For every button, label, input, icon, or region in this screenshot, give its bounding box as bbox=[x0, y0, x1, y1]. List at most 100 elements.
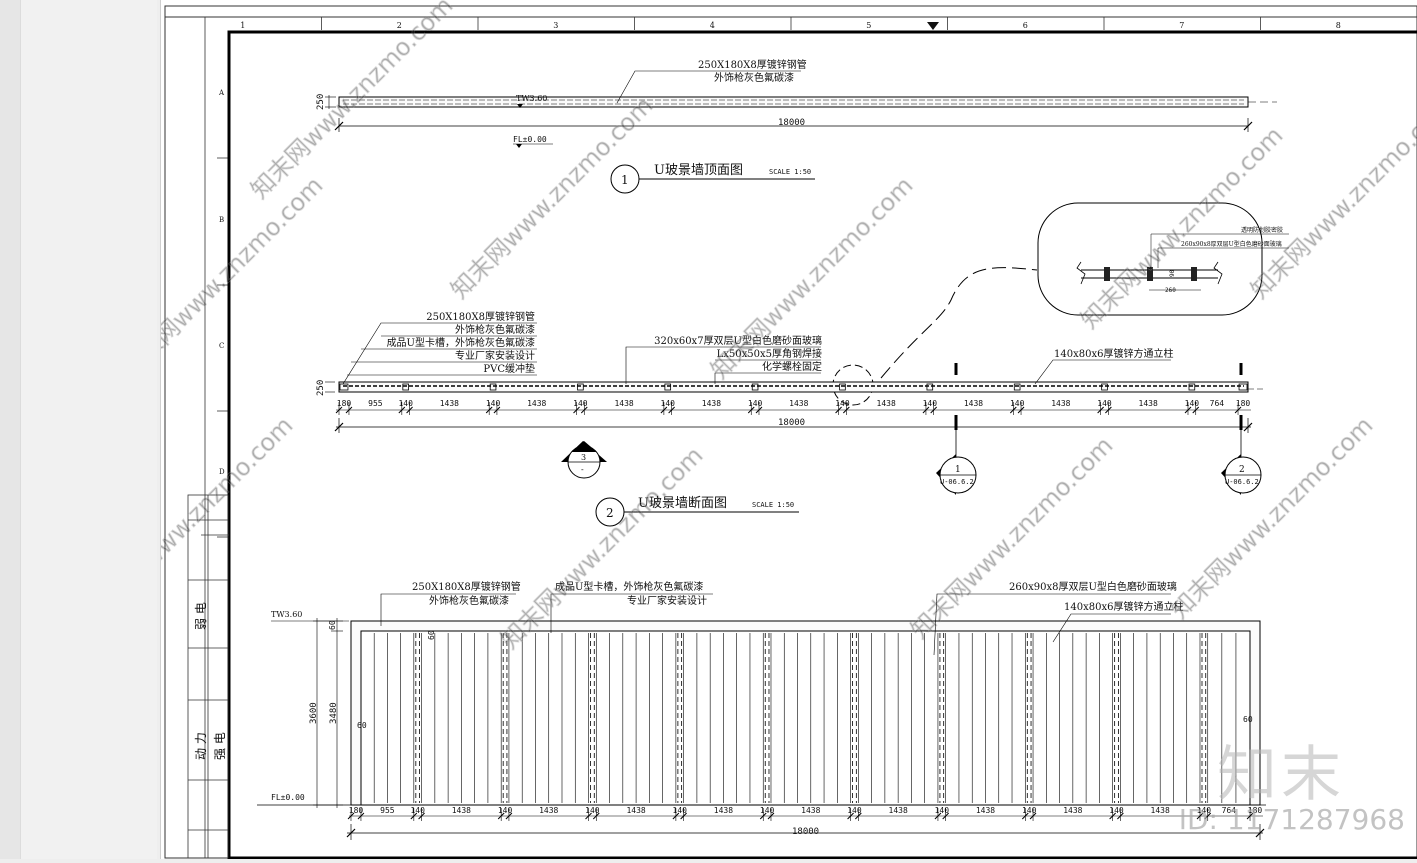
view3-dim-60-right: 60 bbox=[1243, 715, 1253, 724]
post-section bbox=[751, 383, 759, 391]
marker-top: 3 bbox=[581, 453, 586, 462]
grid-col-label: 8 bbox=[1336, 21, 1341, 30]
view3-note-b2: 专业厂家安装设计 bbox=[627, 594, 707, 607]
view2-segment-label: 140 bbox=[923, 399, 938, 408]
view2-segment-label: 180 bbox=[337, 399, 352, 408]
view2-segment-label: 180 bbox=[1236, 399, 1251, 408]
grid-col-label: 3 bbox=[553, 21, 558, 30]
view1-height-dim: 250 bbox=[316, 94, 326, 110]
grid-row-label: B bbox=[219, 216, 224, 224]
detail-dim-90: 90 bbox=[1169, 269, 1176, 277]
title-block-weak: 弱 电 bbox=[194, 602, 208, 630]
view2-segment-label: 764 bbox=[1210, 399, 1225, 408]
view3-segment-label: 140 bbox=[498, 806, 513, 815]
watermark-text: 知末网www.znzmo.com bbox=[1245, 91, 1417, 304]
view3-note-d: 140x80x6厚镀锌方通立柱 bbox=[1064, 600, 1183, 613]
view2-segment-label: 955 bbox=[368, 399, 383, 408]
view2-segment-label: 1438 bbox=[1051, 399, 1070, 408]
view3-segment-label: 1438 bbox=[539, 806, 558, 815]
detail-bubble: 透明防划胶密胶 260x90x8厚双层U型白色磨砂面玻璃 90 260 bbox=[832, 202, 1289, 406]
view2-segment-label: 140 bbox=[748, 399, 763, 408]
marker-bottom: - bbox=[581, 465, 584, 474]
view1-callout-2: 外饰枪灰色氟碳漆 bbox=[714, 71, 794, 84]
view2-segment-label: 1438 bbox=[440, 399, 459, 408]
view3-segment-label: 1438 bbox=[976, 806, 995, 815]
post-section bbox=[664, 383, 672, 391]
title-block-strong: 强 电 bbox=[213, 732, 227, 760]
view2-segment-label: 140 bbox=[1097, 399, 1112, 408]
view3-note-a2: 外饰枪灰色氟碳漆 bbox=[429, 594, 509, 607]
view3-segment-label: 955 bbox=[380, 806, 395, 815]
view2-title-number: 2 bbox=[606, 506, 614, 520]
view1-scale: SCALE 1:50 bbox=[769, 168, 811, 176]
grid-row-label: D bbox=[219, 468, 225, 476]
view2-note-left: 外饰枪灰色氟碳漆 bbox=[455, 323, 535, 336]
view3-segment-label: 1438 bbox=[801, 806, 820, 815]
view3-segment-label: 180 bbox=[1248, 806, 1263, 815]
section2-number: 2 bbox=[1239, 465, 1245, 475]
view3-segment-dims: 180 955 140 1438 140 1438 140 1438 140 1438 140 143… bbox=[347, 806, 1263, 821]
post-section bbox=[577, 383, 584, 391]
watermark-text: 知末网www.znzmo.com bbox=[1165, 411, 1378, 624]
view3-floor-level: FL±0.00 bbox=[271, 793, 305, 802]
view3-segment-label: 180 bbox=[349, 806, 364, 815]
view3-dim-inner: 3480 bbox=[329, 702, 339, 724]
view3-segment-label: 1438 bbox=[452, 806, 471, 815]
title-block-power: 动 力 bbox=[194, 732, 208, 760]
view2-segment-label: 140 bbox=[398, 399, 413, 408]
grid-col-label: 2 bbox=[397, 21, 402, 30]
view1-floor-level: FL±0.00 bbox=[513, 135, 547, 144]
grid-row-label: A bbox=[218, 89, 225, 97]
view3-dim-60-top: 60 bbox=[328, 620, 337, 630]
view2-segment-label: 140 bbox=[661, 399, 676, 408]
view2-segment-label: 140 bbox=[486, 399, 501, 408]
view3-note-b1: 成品U型卡槽，外饰枪灰色氟碳漆 bbox=[555, 580, 703, 593]
side-panel[interactable] bbox=[20, 0, 157, 859]
watermark-text: 知末网www.znzmo.com bbox=[445, 91, 658, 304]
view3-segment-label: 764 bbox=[1222, 806, 1237, 815]
view2-segment-label: 1438 bbox=[964, 399, 983, 408]
floor-level-marker-icon bbox=[516, 144, 522, 148]
view2-segment-label: 1438 bbox=[702, 399, 721, 408]
view3-segment-label: 140 bbox=[1109, 806, 1124, 815]
view2-segment-label: 1438 bbox=[614, 399, 633, 408]
view3-note-a1: 250X180X8厚镀锌钢管 bbox=[412, 580, 521, 593]
title-block: 弱 电 动 力 强 电 bbox=[187, 494, 229, 859]
view3-dim-60-inner: 60 bbox=[427, 630, 436, 640]
view2-section: 250 250X180X8厚镀锌钢管外饰枪灰色氟碳漆成品U型卡槽，外饰枪灰色氟碳… bbox=[316, 310, 1266, 527]
view1-top-view: 250 250X180X8厚镀锌钢管 外饰枪灰色氟碳漆 TW3.60 18000… bbox=[316, 58, 1277, 194]
view2-segment-label: 140 bbox=[1185, 399, 1200, 408]
view3-segment-label: 140 bbox=[585, 806, 600, 815]
post-section bbox=[339, 383, 349, 391]
level-marker-icon bbox=[517, 104, 523, 108]
view2-note-left: 专业厂家安装设计 bbox=[455, 349, 535, 362]
view2-segment-dims: 180 955 140 1438 140 1438 140 1438 140 1438 140 143… bbox=[335, 399, 1251, 415]
left-gutter bbox=[0, 0, 20, 859]
view3-segment-label: 1438 bbox=[1151, 806, 1170, 815]
view3-segment-label: 1438 bbox=[714, 806, 733, 815]
post-section bbox=[1188, 383, 1196, 391]
post-section bbox=[1238, 383, 1248, 391]
north-marker-icon bbox=[927, 22, 939, 30]
post-section bbox=[1013, 383, 1021, 391]
view3-segment-label: 140 bbox=[847, 806, 862, 815]
post-section bbox=[1101, 383, 1108, 391]
view3-posts bbox=[415, 633, 1207, 803]
view3-segment-label: 140 bbox=[673, 806, 688, 815]
detail-label-sealant: 透明防划胶密胶 bbox=[1241, 226, 1283, 234]
view2-segment-label: 140 bbox=[835, 399, 850, 408]
post-section bbox=[926, 383, 934, 391]
view2-note-post: 140x80x6厚镀锌方通立柱 bbox=[1054, 347, 1173, 360]
view2-segment-label: 1438 bbox=[877, 399, 896, 408]
view3-segment-label: 140 bbox=[760, 806, 775, 815]
view1-callout-1: 250X180X8厚镀锌钢管 bbox=[698, 58, 807, 71]
view2-segment-label: 140 bbox=[1010, 399, 1025, 408]
grid-row-label: C bbox=[219, 342, 224, 350]
grid-col-label: 4 bbox=[710, 21, 715, 30]
section1-ref: U-06.6.2 bbox=[940, 478, 974, 486]
